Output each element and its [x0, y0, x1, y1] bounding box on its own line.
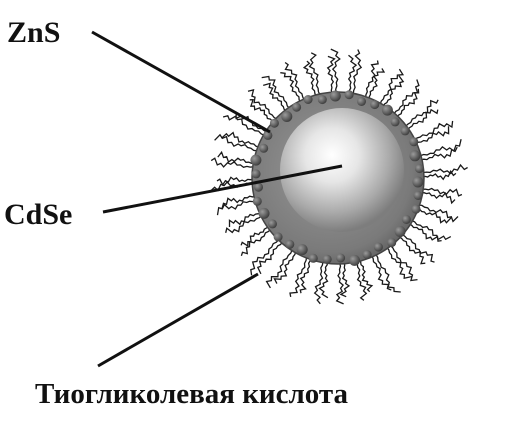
anchor-bead [281, 111, 292, 122]
ligand-chain [251, 237, 281, 275]
ligand-chain [262, 77, 291, 111]
ligand-chain [315, 259, 324, 304]
anchor-bead [252, 169, 261, 178]
anchor-bead [336, 254, 345, 263]
anchor-bead [259, 208, 270, 219]
anchor-bead [387, 238, 396, 247]
ligand-chain [382, 76, 403, 109]
ligand-chain [290, 254, 308, 297]
ligand-chain [285, 63, 305, 103]
ligand-chain [413, 126, 449, 145]
anchor-bead [330, 91, 341, 102]
anchor-bead [318, 95, 327, 104]
ligand-chain [371, 253, 391, 290]
zns-pointer-line [92, 32, 270, 132]
anchor-bead [382, 105, 393, 116]
ligand-chain [385, 245, 412, 278]
anchor-bead [268, 219, 277, 228]
anchor-bead [297, 244, 308, 255]
ligand-chain [359, 257, 372, 292]
ligand-chain [258, 240, 284, 274]
anchor-bead [349, 255, 360, 266]
ligand-chain [418, 147, 457, 160]
anchor-bead [274, 232, 283, 241]
anchor-bead [409, 150, 420, 161]
ligand-chain [352, 50, 361, 98]
anchor-bead [309, 254, 318, 263]
ligand-chain [416, 204, 458, 221]
ligand-chain [230, 211, 263, 227]
anchor-bead [250, 155, 261, 166]
anchor-bead [402, 215, 411, 224]
ligand-chain [368, 68, 384, 101]
ligand-chain [417, 139, 461, 156]
anchor-bead [412, 177, 423, 188]
anchor-bead [363, 250, 372, 259]
anchor-bead [345, 90, 354, 99]
ligand-chain [419, 192, 455, 203]
anchor-bead [401, 126, 410, 135]
anchor-bead [370, 100, 379, 109]
cdse-label: CdSe [4, 198, 72, 231]
anchor-bead [409, 137, 418, 146]
anchor-bead [414, 191, 423, 200]
anchor-bead [304, 95, 313, 104]
anchor-bead [270, 119, 279, 128]
anchor-bead [259, 144, 268, 153]
anchor-bead [415, 164, 424, 173]
ligand-chain [328, 56, 335, 96]
zns-label: ZnS [7, 16, 60, 49]
ligand-chain [407, 222, 442, 241]
ligand-chain [420, 165, 468, 174]
anchor-bead [253, 197, 262, 206]
ligand-chain [419, 189, 462, 196]
anchor-bead [285, 240, 294, 249]
anchor-bead [374, 243, 383, 252]
ligand-chain [411, 121, 452, 142]
ligand-chain [241, 225, 271, 246]
ligand-pointer-line [98, 274, 258, 366]
anchor-bead [357, 97, 366, 106]
ligand-chain [395, 89, 419, 119]
ligand-chain [275, 249, 298, 284]
anchor-bead [412, 205, 421, 214]
anchor-bead [323, 255, 332, 264]
ligand-chain [267, 247, 294, 288]
ligand-label: Тиогликолевая кислота [35, 378, 348, 410]
ligand-chain [392, 80, 419, 117]
anchor-bead [391, 117, 400, 126]
ligand-chain [409, 219, 451, 240]
cdse-core [280, 108, 404, 232]
ligand-chain [337, 260, 344, 304]
ligand-chain [405, 110, 438, 132]
anchor-bead [395, 226, 406, 237]
ligand-chain [379, 69, 403, 107]
anchor-bead [292, 103, 301, 112]
ligand-chain [320, 259, 328, 297]
ligand-chain [400, 232, 435, 262]
